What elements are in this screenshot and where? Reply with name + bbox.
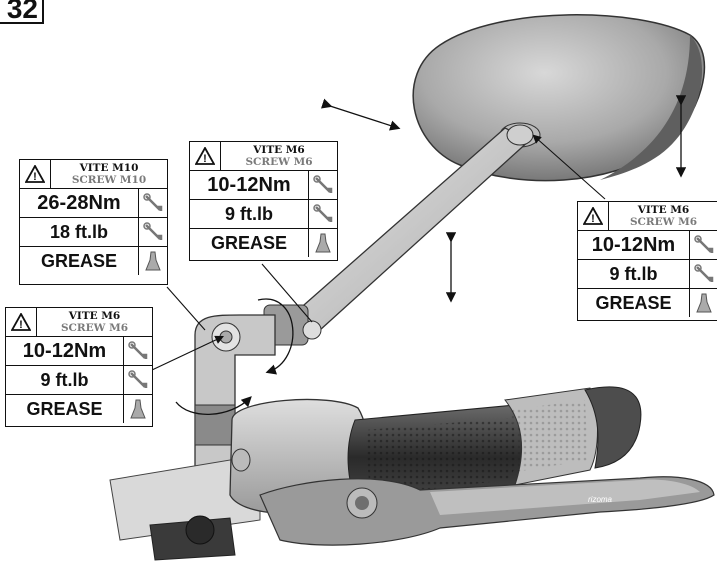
- torque-wrench-icon: [309, 171, 337, 199]
- torque-ftlb-value: 9 ft.lb: [578, 260, 690, 288]
- label-title-en: SCREW M10: [71, 174, 147, 186]
- movement-arrows: [175, 95, 687, 415]
- torque-wrench-icon: [690, 231, 717, 259]
- label-title-en: SCREW M6: [245, 156, 313, 168]
- grease-tube-icon: [309, 229, 337, 257]
- lubricant-value: GREASE: [578, 289, 690, 317]
- leader-lines: [151, 134, 606, 371]
- lubricant-value: GREASE: [20, 247, 139, 275]
- warning-triangle-icon: !: [20, 160, 51, 188]
- torque-ftlb-value: 9 ft.lb: [6, 366, 124, 394]
- handlebar-assembly: [109, 386, 642, 541]
- mirror-head: [412, 14, 706, 182]
- torque-wrench-icon: [124, 337, 152, 365]
- torque-wrench-icon: [124, 366, 152, 394]
- torque-ftlb-value: 18 ft.lb: [20, 218, 139, 246]
- page-number: 32: [0, 0, 44, 24]
- brand-logo-text: rizoma: [588, 495, 613, 504]
- svg-text:!: !: [203, 153, 207, 165]
- torque-ftlb-value: 9 ft.lb: [190, 200, 309, 228]
- grease-tube-icon: [139, 247, 167, 275]
- warning-triangle-icon: !: [578, 202, 609, 230]
- torque-nm-value: 10-12Nm: [578, 231, 690, 259]
- svg-text:!: !: [19, 319, 23, 331]
- label-title-en: SCREW M6: [60, 322, 129, 334]
- label-title-it: VITE M6: [253, 144, 305, 156]
- torque-nm-value: 10-12Nm: [6, 337, 124, 365]
- lubricant-value: GREASE: [6, 395, 124, 423]
- grease-tube-icon: [124, 395, 152, 423]
- warning-triangle-icon: !: [6, 308, 37, 336]
- lubricant-value: GREASE: [190, 229, 309, 257]
- torque-nm-value: 26-28Nm: [20, 189, 139, 217]
- svg-text:!: !: [33, 171, 37, 183]
- adapter-elbow: [194, 314, 276, 471]
- warning-triangle-icon: !: [190, 142, 221, 170]
- grease-tube-icon: [690, 289, 717, 317]
- label-title-it: VITE M10: [79, 162, 139, 174]
- label-title-it: VITE M6: [637, 204, 690, 216]
- brake-lever: [149, 476, 715, 561]
- label-title-it: VITE M6: [68, 310, 121, 322]
- torque-wrench-icon: [690, 260, 717, 288]
- label-title-en: SCREW M6: [629, 216, 698, 228]
- torque-wrench-icon: [139, 189, 167, 217]
- torque-nm-value: 10-12Nm: [190, 171, 309, 199]
- torque-wrench-icon: [309, 200, 337, 228]
- svg-text:!: !: [591, 213, 595, 225]
- torque-wrench-icon: [139, 218, 167, 246]
